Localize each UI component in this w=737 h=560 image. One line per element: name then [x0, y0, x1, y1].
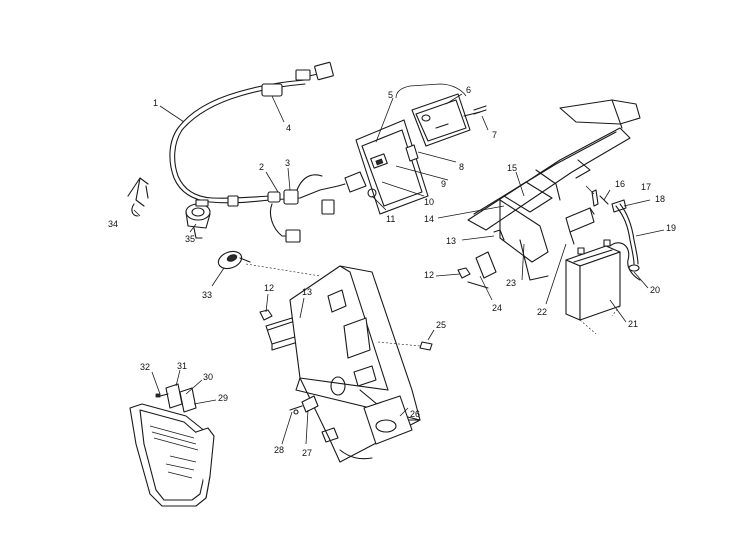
- callout-10: 10: [424, 197, 434, 207]
- hardware-bolts: [259, 189, 609, 326]
- battery-strap: [611, 199, 640, 272]
- callout-25: 25: [436, 320, 446, 330]
- callout-27: 27: [302, 448, 312, 458]
- callout-29: 29: [218, 393, 228, 403]
- callout-12-right: 12: [424, 270, 434, 280]
- wiring-harness: [169, 61, 339, 243]
- callout-34: 34: [108, 219, 118, 229]
- callout-22: 22: [537, 307, 547, 317]
- callout-11: 11: [386, 214, 395, 224]
- callout-12-left: 12: [264, 283, 274, 293]
- connector-grommet: [217, 250, 321, 277]
- callout-8: 8: [459, 162, 464, 172]
- callout-26: 26: [410, 409, 420, 419]
- callout-32: 32: [140, 362, 150, 372]
- skid-plate: [129, 403, 215, 507]
- callout-17: 17: [641, 182, 651, 192]
- battery-bracket: [565, 207, 595, 245]
- callout-16: 16: [615, 179, 625, 189]
- callout-6: 6: [466, 85, 471, 95]
- callout-31: 31: [177, 361, 187, 371]
- callout-7: 7: [492, 130, 497, 140]
- harness-connector: [337, 171, 367, 193]
- callout-13-right: 13: [446, 236, 456, 246]
- callout-15: 15: [507, 163, 517, 173]
- callout-4: 4: [286, 123, 291, 133]
- rear-panel: [289, 265, 421, 463]
- callout-labels: 1 2 3 4 5 6 7 8 9 10 11 12 13 14 15 16 1…: [108, 85, 676, 458]
- frame: [467, 99, 641, 281]
- callout-9: 9: [441, 179, 446, 189]
- callout-28: 28: [274, 445, 284, 455]
- callout-2: 2: [259, 162, 264, 172]
- retaining-pin: [377, 341, 433, 351]
- callout-30: 30: [203, 372, 213, 382]
- callout-33: 33: [202, 290, 212, 300]
- skid-plate-brackets: [155, 383, 197, 413]
- callout-5: 5: [388, 90, 393, 100]
- callout-19: 19: [666, 223, 676, 233]
- leader-lines: [133, 83, 665, 445]
- sensor-switch: [127, 177, 149, 217]
- callout-18: 18: [655, 194, 665, 204]
- callout-13-left: 13: [302, 287, 312, 297]
- callout-14: 14: [424, 214, 434, 224]
- callout-23: 23: [506, 278, 516, 288]
- callout-21: 21: [628, 319, 638, 329]
- panel-clip: [289, 395, 319, 415]
- callout-35: 35: [185, 234, 195, 244]
- callout-24: 24: [492, 303, 502, 313]
- battery: [565, 239, 641, 335]
- callout-1: 1: [153, 98, 158, 108]
- taillight-assembly: [355, 93, 487, 215]
- callout-3: 3: [285, 158, 290, 168]
- callout-20: 20: [650, 285, 660, 295]
- brake-switch: [185, 199, 211, 239]
